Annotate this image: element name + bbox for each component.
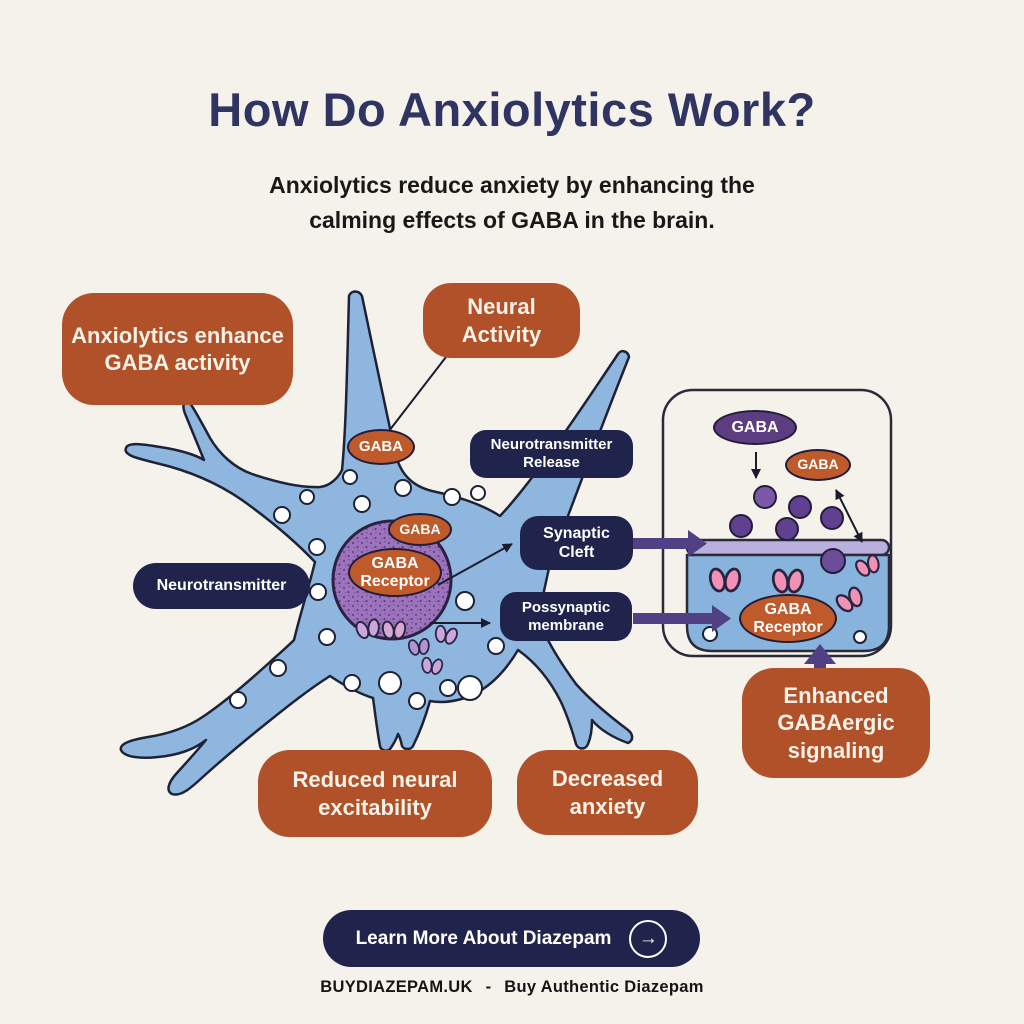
gaba-receptor-tag-panel: GABA Receptor	[739, 594, 837, 643]
arrow-synaptic-cleft-to-panel	[633, 530, 707, 557]
panel-receptor-line2: Receptor	[753, 618, 823, 636]
callout-enhanced-signaling: Enhanced GABAergic signaling	[742, 668, 930, 778]
connector-lines	[388, 356, 513, 628]
gaba-receptor-line1: GABA	[371, 555, 419, 573]
page-subtitle: Anxiolytics reduce anxiety by enhancing …	[0, 168, 1024, 237]
learn-more-label: Learn More About Diazepam	[355, 927, 612, 949]
callout-decreased-anxiety: Decreased anxiety	[517, 750, 698, 835]
vesicle-dots	[229, 469, 505, 710]
arrow-glyph: →	[638, 927, 658, 949]
gaba-tag-dendrite: GABA	[347, 429, 415, 465]
footer-text: BUYDIAZEPAM.UK - Buy Authentic Diazepam	[0, 978, 1024, 997]
gaba-tag-soma: GABA	[388, 513, 452, 546]
label-neurotransmitter: Neurotransmitter	[133, 563, 310, 609]
subtitle-line-2: calming effects of GABA in the brain.	[309, 206, 715, 233]
label-neurotransmitter-release: Neurotransmitter Release	[470, 430, 633, 478]
callout-anxiolytics-enhance-gaba: Anxiolytics enhance GABA activity	[62, 293, 293, 405]
learn-more-button[interactable]: Learn More About Diazepam →	[323, 910, 700, 967]
panel-white-dots	[702, 626, 867, 644]
footer-separator: -	[485, 978, 492, 996]
subtitle-line-1: Anxiolytics reduce anxiety by enhancing …	[269, 172, 755, 198]
label-postsynaptic-membrane: Possynaptic membrane	[500, 592, 632, 641]
footer-tagline: Buy Authentic Diazepam	[504, 978, 704, 996]
callout-reduced-excitability: Reduced neural excitability	[258, 750, 492, 837]
panel-receptor-line1: GABA	[764, 601, 812, 619]
arrow-membrane-to-panel	[633, 605, 731, 632]
footer-site: BUYDIAZEPAM.UK	[320, 978, 473, 996]
page-title: How Do Anxiolytics Work?	[208, 83, 816, 136]
arrow-right-icon: →	[629, 919, 668, 958]
gaba-tag-panel-purple: GABA	[713, 410, 797, 445]
gaba-tag-panel-orange: GABA	[785, 449, 851, 481]
gaba-receptor-tag-soma: GABA Receptor	[348, 548, 442, 597]
callout-neural-activity: Neural Activity	[423, 283, 580, 358]
label-synaptic-cleft: Synaptic Cleft	[520, 516, 633, 570]
postsynaptic-membrane-strip	[685, 538, 891, 557]
gaba-receptor-line2: Receptor	[360, 572, 430, 590]
panel-thin-arrows	[751, 452, 863, 543]
